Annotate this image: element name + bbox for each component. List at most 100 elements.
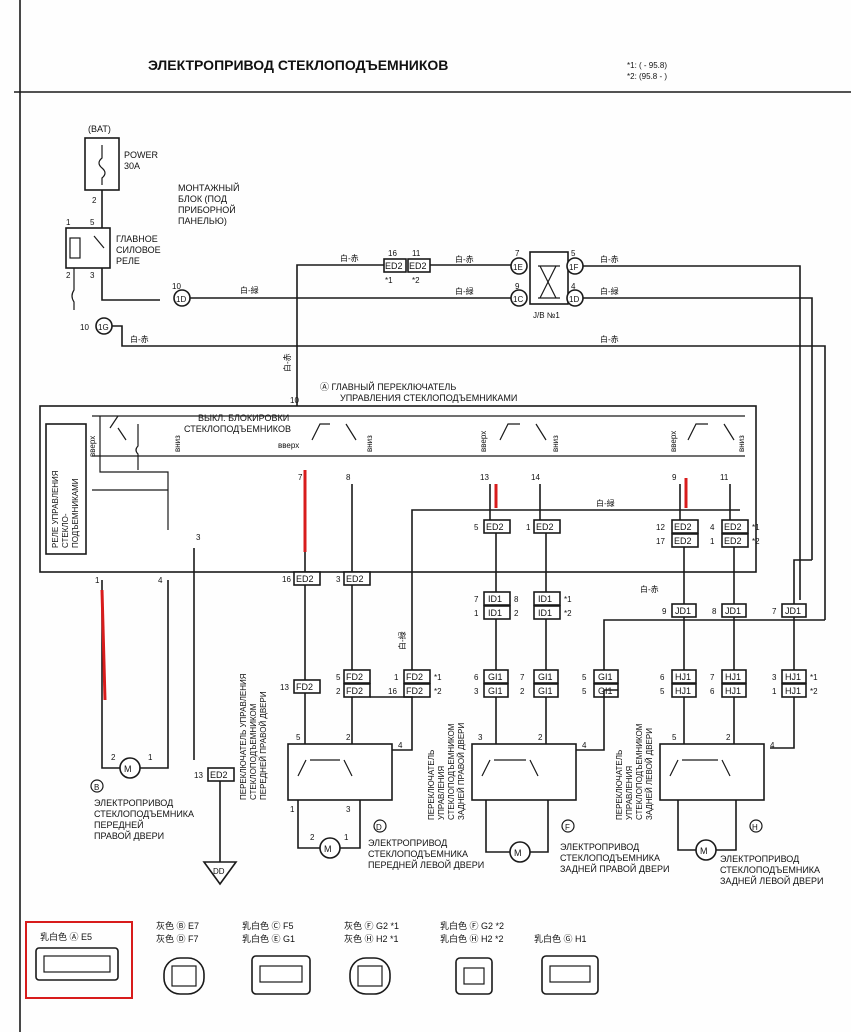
conn-ed2-1e: [721, 533, 749, 548]
main-contacts-3: [499, 423, 547, 441]
switch-g-box: [659, 743, 765, 801]
conn-ed2-3-label: ED2: [346, 574, 364, 584]
main-switch-label-1: Ⓐ ГЛАВНЫЙ ПЕРЕКЛЮЧАТЕЛЬ: [320, 381, 456, 392]
note-2: *2: (95.8 - ): [627, 72, 667, 81]
badge-h: [749, 819, 763, 833]
c-pin-4: 4: [398, 741, 403, 750]
lock-switch-label-2: СТЕКЛОПОДЪЕМНИКОВ: [184, 424, 291, 434]
main-contacts-1: [109, 415, 139, 470]
conn-jd1-7-label: JD1: [785, 606, 801, 616]
conn-jd1-9-label: JD1: [675, 606, 691, 616]
e-pin-4: 4: [582, 741, 587, 750]
legend-g2: 乳白色 Ⓗ H2 *2: [440, 933, 504, 944]
pin-12: 12: [656, 523, 665, 532]
pin-17: 17: [656, 537, 665, 546]
ed2-star1: *1: [385, 276, 393, 285]
motor-d-pin-2: 2: [310, 833, 315, 842]
conn-1g-label: 1G: [98, 323, 109, 332]
jb-pin-7: 7: [515, 249, 520, 258]
pin-7-jd1: 7: [772, 607, 777, 616]
dir-up-1: вверх: [88, 436, 97, 457]
relay-out-wire: [101, 268, 160, 301]
conn-ed2-5-label: ED2: [486, 522, 504, 532]
highlight-connector-a: [25, 921, 133, 999]
connector-b-shape: [163, 957, 205, 995]
connector-f-shape: [349, 957, 391, 995]
dir-down-2: вниз: [365, 435, 374, 452]
conn-ed2-13: [207, 767, 235, 782]
wire-color-1g-right: 白-赤: [600, 334, 619, 344]
g-pin-4: 4: [770, 741, 775, 750]
conn-ed2-1: [533, 519, 561, 534]
badge-d-letter: D: [376, 823, 382, 832]
id1-star2: *2: [564, 609, 572, 618]
main-relay-path: [99, 416, 169, 530]
pin-7-id1: 7: [474, 595, 479, 604]
conn-jd1-8-label: JD1: [725, 606, 741, 616]
dir-up-3: вверх: [479, 431, 488, 452]
c-pin-1: 1: [290, 805, 295, 814]
connector-g-pins: [463, 967, 485, 985]
motor-f-wires: [485, 800, 549, 853]
wire-color-fd2: 白-緑: [397, 631, 407, 650]
switch-c-label-2: СТЕКЛОПОДЪЕМНИКОМ: [249, 703, 258, 800]
ed2-1e-star2: *2: [752, 537, 760, 546]
connector-a-shape: [35, 947, 119, 981]
pin-7-gi1: 7: [520, 673, 525, 682]
main-switch-label-2: УПРАВЛЕНИЯ СТЕКЛОПОДЪЕМНИКАМИ: [340, 393, 517, 403]
connector-h-pins: [549, 965, 591, 983]
wire-color-1e: 白-赤: [455, 254, 474, 264]
connector-c-pins: [259, 965, 303, 983]
pin-13-fd2: 13: [280, 683, 289, 692]
highlight-wire-1: [100, 589, 107, 701]
wire-wr-bus: [603, 619, 825, 674]
motor-b-label-1: ЭЛЕКТРОПРИВОД: [94, 798, 173, 808]
relay-pin-1: 1: [66, 218, 71, 227]
legend-c1: 乳白色 Ⓒ F5: [242, 920, 294, 931]
motor-b-wire-2: [140, 580, 169, 769]
main-pin-8: 8: [346, 473, 351, 482]
hj1-star1: *1: [810, 673, 818, 682]
hj1-star2: *2: [810, 687, 818, 696]
pin-2-id1: 2: [514, 609, 519, 618]
wire-color-1g: 白-赤: [130, 334, 149, 344]
jb1-box: [529, 251, 569, 305]
wire-color-1d: 白-緑: [240, 285, 259, 295]
wire-color-1c: 白-緑: [455, 286, 474, 296]
motor-d-label-3: ПЕРЕДНЕЙ ЛЕВОЙ ДВЕРИ: [368, 859, 484, 870]
switch-e-contacts: [481, 759, 539, 777]
jb-label-2: БЛОК (ПОД: [178, 194, 227, 204]
dir-up-4: вверх: [669, 431, 678, 452]
conn-fd2-1: [403, 669, 431, 684]
conn-hj1-5-label: HJ1: [675, 686, 691, 696]
pin-6b-hj1: 6: [710, 687, 715, 696]
conn-1f-label: 1F: [569, 263, 578, 272]
wire-1g-main: [112, 325, 826, 620]
motor-b-label-2: СТЕКЛОПОДЪЕМНИКА: [94, 809, 194, 819]
motor-b-pin-1: 1: [148, 753, 153, 762]
main-pin-1: 1: [95, 576, 100, 585]
id1-star1: *1: [564, 595, 572, 604]
conn-fd2-2-label: FD2: [346, 686, 363, 696]
lock-switch-label-1: ВЫКЛ. БЛОКИРОВКИ: [198, 413, 289, 423]
jb-label-1: МОНТАЖНЫЙ: [178, 182, 239, 193]
switch-e-label-4: ЗАДНЕЙ ПРАВОЙ ДВЕРИ: [457, 722, 466, 820]
relay-sub-box: [45, 423, 87, 555]
main-pin-3: 3: [196, 533, 201, 542]
pin-8-jd1: 8: [712, 607, 717, 616]
switch-g-contacts: [669, 759, 731, 777]
conn-fd2-5: [343, 669, 371, 684]
conn-fd2-16: [403, 683, 431, 698]
badge-f-letter: F: [565, 823, 570, 832]
pin-3-hj1: 3: [772, 673, 777, 682]
jb-pin-9: 9: [515, 282, 520, 291]
conn-id1-8: [533, 591, 561, 606]
main-contacts-4: [687, 423, 735, 441]
e-pin-3: 3: [478, 733, 483, 742]
conn-ed2-13-label: ED2: [210, 770, 228, 780]
switch-g-label-4: ЗАДНЕЙ ЛЕВОЙ ДВЕРИ: [645, 728, 654, 820]
relay-pin-5: 5: [90, 218, 95, 227]
conn-gi1-5: [593, 669, 619, 684]
